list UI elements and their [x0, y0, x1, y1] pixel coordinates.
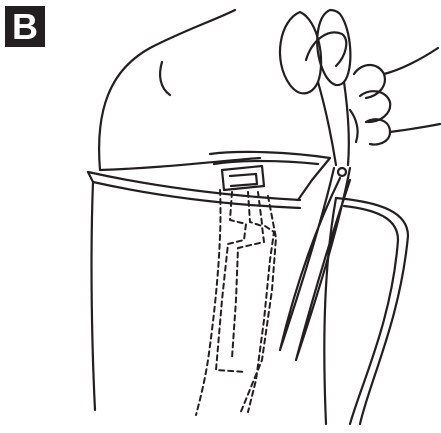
stitch-lines: [196, 190, 276, 415]
collar-upper-fold: [160, 62, 170, 95]
fold-back-outline: [210, 152, 330, 200]
hand-knuckle: [350, 110, 358, 142]
hand-thumb: [306, 32, 346, 66]
scissors-pivot: [338, 168, 346, 176]
scissors-blade-left: [280, 168, 340, 350]
tab-outline: [222, 166, 264, 190]
hand-palm: [384, 48, 438, 74]
scissors-shank-left: [318, 82, 336, 165]
front-panel-inner: [344, 206, 398, 424]
stitch-line-3: [232, 192, 264, 358]
fold-back-inner: [214, 161, 318, 164]
garment-front: [324, 198, 408, 424]
hand-wrist: [390, 124, 440, 132]
collar-stand-left-edge: [92, 182, 95, 410]
stitch-line-1: [196, 190, 221, 415]
collar-fold-back: [210, 152, 330, 200]
tab-inner: [230, 174, 257, 186]
collar-upper-outline: [99, 10, 235, 170]
collar-upper: [99, 10, 260, 170]
hand-icon: [306, 32, 440, 144]
collar-stand-inner: [93, 182, 300, 208]
collar-stand: [88, 172, 300, 410]
scissors-loop-left: [280, 12, 321, 93]
scissors-shank-right: [344, 82, 349, 165]
